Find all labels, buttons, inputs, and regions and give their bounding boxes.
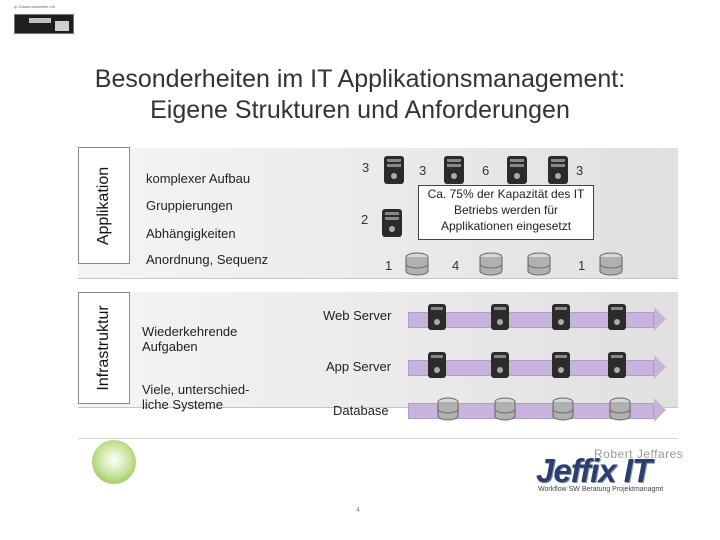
database-arrow	[408, 398, 666, 422]
app-number: 2	[361, 212, 369, 227]
database-label: Database	[333, 403, 389, 418]
database-cylinder-icon	[599, 252, 623, 276]
app-number: 4	[452, 258, 460, 273]
infrastruktur-band	[78, 292, 678, 408]
title-line-1: Besonderheiten im IT Applikationsmanagem…	[94, 65, 626, 93]
server-tower-icon	[428, 304, 446, 330]
footer-bar	[78, 438, 678, 495]
server-tower-icon	[444, 156, 464, 184]
app-server-label: App Server	[326, 359, 392, 374]
web-server-arrow	[408, 307, 666, 331]
header-logo-box	[14, 14, 74, 34]
server-tower-icon	[552, 352, 570, 378]
server-tower-icon	[428, 352, 446, 378]
infrastruktur-side-label: Infrastruktur	[78, 292, 130, 404]
app-number: 3	[419, 163, 427, 178]
header-logo-text: ip Zusammenarbeit mit	[14, 4, 55, 9]
server-tower-icon	[548, 156, 568, 184]
database-cylinder-icon	[552, 397, 574, 421]
server-tower-icon	[491, 352, 509, 378]
server-tower-icon	[382, 209, 402, 237]
app-item-4: Anordnung, Sequenz	[146, 252, 269, 267]
company-person-name: Robert Jeffares	[594, 447, 684, 461]
capacity-callout: Ca. 75% der Kapazität des IT Betriebs we…	[418, 185, 594, 240]
database-cylinder-icon	[479, 252, 503, 276]
database-cylinder-icon	[437, 397, 459, 421]
database-cylinder-icon	[609, 397, 631, 421]
jeffix-tagline: Workflow SW Beratung Projektmanagmt	[538, 486, 664, 493]
server-tower-icon	[384, 156, 404, 184]
green-circle-decoration	[92, 440, 136, 484]
server-tower-icon	[507, 156, 527, 184]
app-server-arrow	[408, 355, 666, 379]
app-item-1: komplexer Aufbau	[146, 171, 251, 186]
app-number: 1	[385, 258, 393, 273]
app-item-2: Gruppierungen	[146, 198, 233, 213]
app-number: 1	[578, 258, 586, 273]
server-tower-icon	[608, 304, 626, 330]
infra-item-1: Wiederkehrende Aufgaben	[142, 324, 238, 354]
app-number: 3	[362, 160, 370, 175]
applikation-side-label: Applikation	[78, 147, 130, 264]
server-tower-icon	[608, 352, 626, 378]
jeffix-logo: Jeffix IT	[536, 452, 652, 489]
database-cylinder-icon	[405, 252, 429, 276]
infra-item-2: Viele, unterschied-liche Systeme	[142, 382, 250, 412]
database-cylinder-icon	[494, 397, 516, 421]
app-number: 6	[482, 163, 490, 178]
page-number: 4	[356, 507, 360, 514]
server-tower-icon	[491, 304, 509, 330]
page-title: Besonderheiten im IT Applikationsmanagem…	[0, 64, 720, 126]
web-server-label: Web Server	[323, 308, 392, 323]
app-item-3: Abhängigkeiten	[146, 226, 236, 241]
app-number: 3	[576, 163, 584, 178]
title-line-2: Eigene Strukturen und Anforderungen	[150, 96, 570, 124]
database-cylinder-icon	[527, 252, 551, 276]
server-tower-icon	[552, 304, 570, 330]
header-logo: ip Zusammenarbeit mit	[14, 4, 74, 34]
